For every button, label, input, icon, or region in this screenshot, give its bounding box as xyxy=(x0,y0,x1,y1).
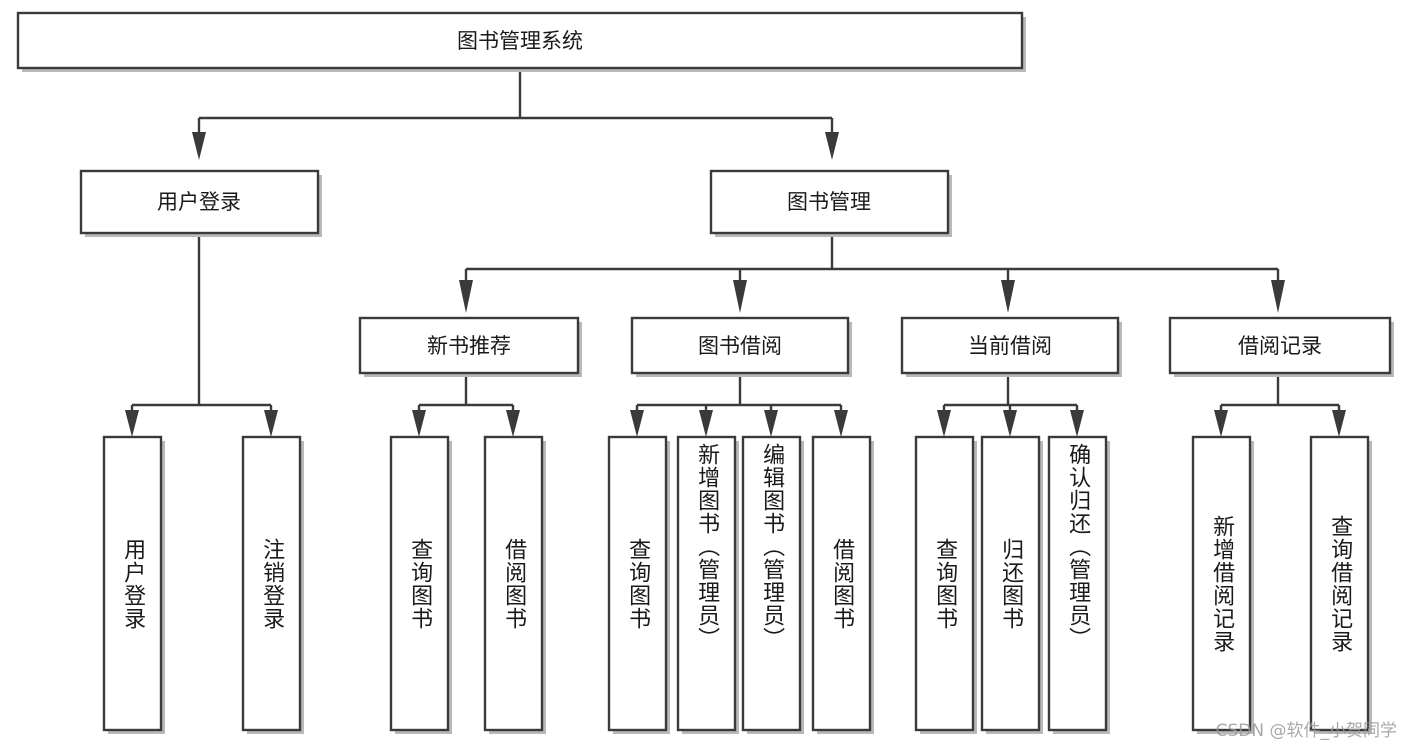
leaf-new-book-1-box[interactable] xyxy=(389,435,450,732)
arrow-bookmanage-to-current-borrow xyxy=(1001,280,1015,313)
leaf-current-borrow-2-box[interactable] xyxy=(980,435,1041,732)
arrow-userlogin-leaf-1 xyxy=(125,410,139,437)
node-new-book-recommend-label: 新书推荐 xyxy=(427,334,511,358)
leaf-book-borrow-4[interactable] xyxy=(811,435,874,734)
leaf-book-borrow-2-box[interactable] xyxy=(676,435,737,732)
node-current-borrow[interactable]: 当前借阅 xyxy=(900,316,1122,377)
leaf-borrow-record-1-box[interactable] xyxy=(1191,435,1252,732)
node-book-borrow-box[interactable] xyxy=(630,316,850,375)
node-borrow-record-box[interactable] xyxy=(1168,316,1392,375)
leaf-user-login-2-box[interactable] xyxy=(241,435,302,732)
arrow-bookmanage-to-new-book xyxy=(459,280,473,313)
leaf-book-borrow-1-box[interactable] xyxy=(607,435,668,732)
node-user-login-box[interactable] xyxy=(79,169,320,235)
node-new-book-recommend[interactable]: 新书推荐 xyxy=(358,316,582,377)
leaf-new-book-2-box[interactable] xyxy=(483,435,544,732)
node-root-box[interactable] xyxy=(16,11,1024,70)
node-current-borrow-label: 当前借阅 xyxy=(968,334,1052,358)
leaf-book-borrow-1[interactable] xyxy=(607,435,670,734)
arrow-bookmanage-to-book-borrow xyxy=(733,280,747,313)
leaf-user-login-1[interactable] xyxy=(102,435,165,734)
arrow-bookmanage-to-borrow-record xyxy=(1271,280,1285,313)
node-borrow-record-label: 借阅记录 xyxy=(1238,334,1322,358)
node-book-borrow-label: 图书借阅 xyxy=(698,334,782,358)
leaf-borrow-record-1[interactable] xyxy=(1191,435,1254,734)
arrow-bookborrow-leaf-3 xyxy=(764,410,778,437)
node-book-manage[interactable]: 图书管理 xyxy=(709,169,952,237)
leaf-borrow-record-2-box[interactable] xyxy=(1309,435,1370,732)
leaf-book-borrow-2[interactable] xyxy=(676,435,739,734)
arrow-borrowrecord-leaf-1 xyxy=(1214,410,1228,437)
leaf-book-borrow-3[interactable] xyxy=(741,435,804,734)
leaf-user-login-2[interactable] xyxy=(241,435,304,734)
arrow-root-to-user-login xyxy=(192,132,206,160)
leaf-current-borrow-1[interactable] xyxy=(914,435,977,734)
node-current-borrow-box[interactable] xyxy=(900,316,1120,375)
leaf-new-book-2[interactable] xyxy=(483,435,546,734)
arrow-bookborrow-leaf-1 xyxy=(630,410,644,437)
node-book-manage-label: 图书管理 xyxy=(787,190,871,214)
leaf-new-book-1[interactable] xyxy=(389,435,452,734)
node-root-system[interactable]: 图书管理系统 xyxy=(16,11,1026,72)
node-book-manage-box[interactable] xyxy=(709,169,950,235)
arrow-currentborrow-leaf-3 xyxy=(1070,410,1084,437)
leaf-current-borrow-2[interactable] xyxy=(980,435,1043,734)
leaf-book-borrow-4-box[interactable] xyxy=(811,435,872,732)
node-book-borrow[interactable]: 图书借阅 xyxy=(630,316,852,377)
arrow-root-to-book-manage xyxy=(825,132,839,160)
leaf-user-login-1-box[interactable] xyxy=(102,435,163,732)
leaf-current-borrow-3[interactable] xyxy=(1047,435,1110,734)
arrow-currentborrow-leaf-1 xyxy=(937,410,951,437)
arrow-bookborrow-leaf-4 xyxy=(834,410,848,437)
csdn-watermark: CSDN @软件_小贺同学 xyxy=(1215,721,1397,741)
arrow-userlogin-leaf-2 xyxy=(264,410,278,437)
connector-group xyxy=(125,68,1346,437)
node-user-login-label: 用户登录 xyxy=(157,190,241,214)
node-borrow-record[interactable]: 借阅记录 xyxy=(1168,316,1394,377)
leaf-book-borrow-3-box[interactable] xyxy=(741,435,802,732)
leaf-current-borrow-3-box[interactable] xyxy=(1047,435,1108,732)
arrow-newbook-leaf-1 xyxy=(412,410,426,437)
leaf-current-borrow-1-box[interactable] xyxy=(914,435,975,732)
arrow-borrowrecord-leaf-2 xyxy=(1332,410,1346,437)
leaf-borrow-record-2[interactable] xyxy=(1309,435,1372,734)
node-user-login[interactable]: 用户登录 xyxy=(79,169,322,237)
arrow-newbook-leaf-2 xyxy=(506,410,520,437)
arrow-bookborrow-leaf-2 xyxy=(699,410,713,437)
arrow-currentborrow-leaf-2 xyxy=(1003,410,1017,437)
node-new-book-recommend-box[interactable] xyxy=(358,316,580,375)
node-root-label: 图书管理系统 xyxy=(457,29,583,53)
